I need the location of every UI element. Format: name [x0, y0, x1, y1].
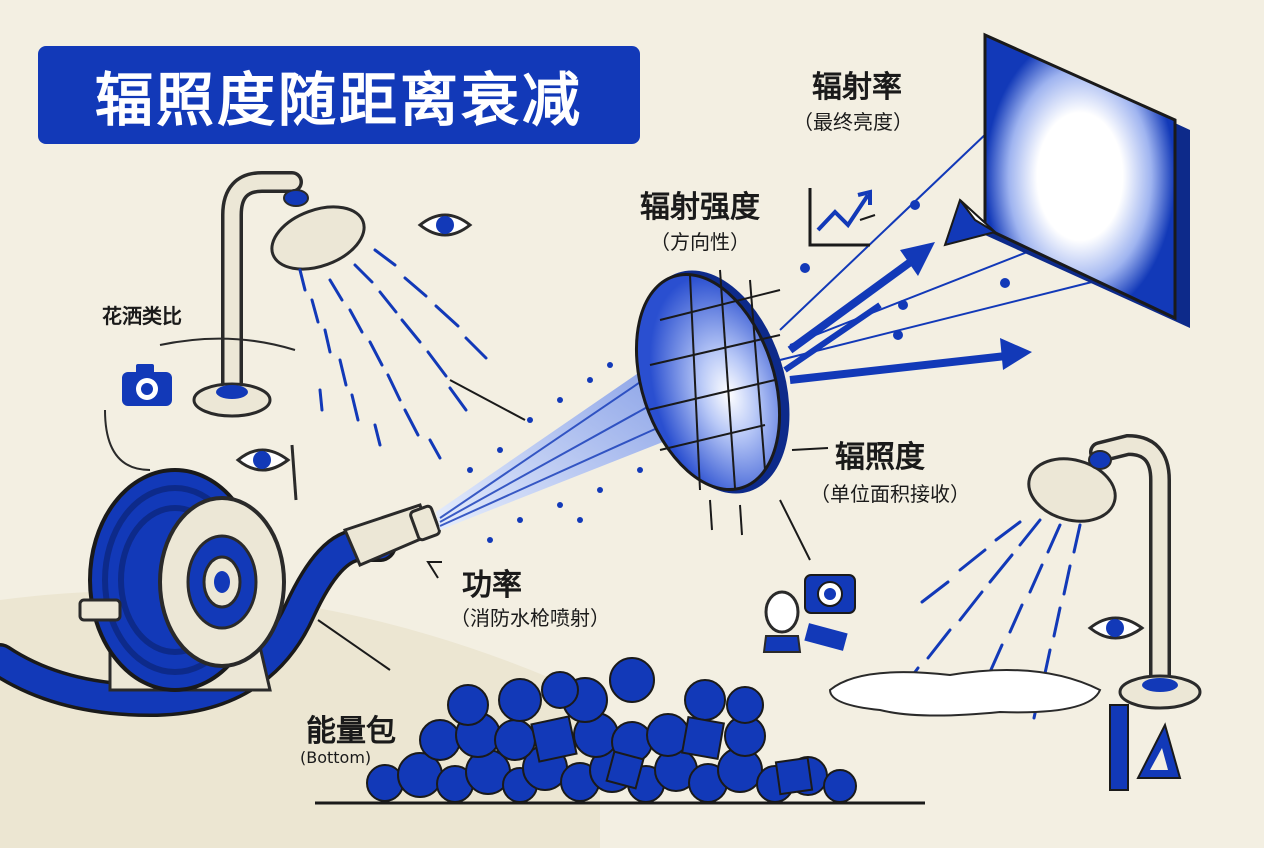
grid-disc-icon [611, 251, 816, 535]
eye-icon [420, 215, 470, 235]
shower-spray-left [300, 250, 486, 458]
label-power: 功率 [462, 560, 522, 604]
label-radiance-sub: （最终亮度） [793, 106, 913, 135]
label-energy-packet: 能量包 [306, 706, 396, 750]
label-irradiance: 辐照度 [835, 432, 925, 476]
hose-reel-icon [80, 470, 284, 690]
label-shower-analogy: 花洒类比 [102, 300, 182, 329]
trend-chart-icon [810, 188, 870, 245]
camera-icon [122, 364, 172, 406]
page-title: 辐照度随距离衰减 [95, 53, 583, 137]
arrow-icon [785, 242, 1032, 380]
label-energy-packet-sub: (Bottom) [300, 748, 371, 767]
set-square-icon [1138, 725, 1180, 778]
label-power-sub: （消防水枪喷射） [450, 602, 610, 631]
label-irradiance-sub: （单位面积接收） [810, 478, 970, 507]
label-intensity: 辐射强度 [640, 182, 760, 226]
label-intensity-sub: （方向性） [650, 226, 750, 255]
puddle [830, 670, 1100, 716]
camera-icon [805, 575, 855, 613]
title-banner: 辐照度随距离衰减 [38, 46, 640, 144]
label-radiance: 辐射率 [812, 62, 902, 106]
ruler-icon [1110, 705, 1128, 790]
eye-icon [238, 445, 296, 500]
eye-icon [1090, 618, 1142, 638]
shower-head-icon [1022, 445, 1200, 708]
